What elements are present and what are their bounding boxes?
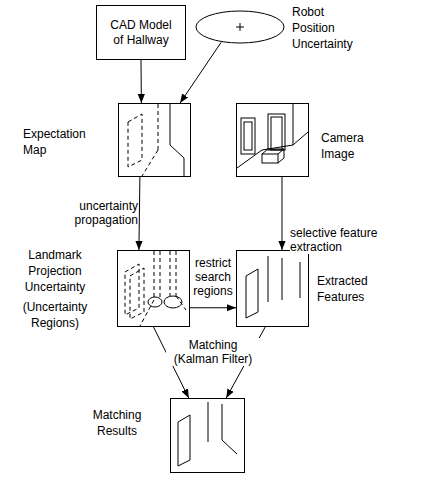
camera-scene bbox=[237, 104, 308, 168]
image-panel: Expectation Map bbox=[118, 103, 191, 177]
panel-heading: Expectation Map bbox=[23, 126, 103, 158]
wall-edge bbox=[170, 145, 184, 176]
edge-label: selective feature extraction bbox=[290, 226, 382, 254]
ellipse-outline bbox=[195, 10, 285, 44]
flow-arrow bbox=[139, 177, 140, 250]
image-panel: Extracted Features bbox=[236, 250, 309, 327]
matched-lines bbox=[178, 402, 237, 466]
extracted-lines bbox=[246, 256, 300, 318]
step-label: Matching (Kalman Filter) bbox=[166, 338, 260, 366]
panel-heading: Landmark Projection Uncertainty bbox=[5, 247, 105, 295]
uncertainty-ellipse: Robot Position Uncertainty bbox=[195, 10, 285, 44]
flow-arrow bbox=[180, 42, 221, 103]
wall-edge bbox=[142, 150, 158, 176]
position-mark bbox=[236, 23, 244, 31]
edge-label: uncertainty propagation bbox=[46, 199, 138, 227]
flow-arrow bbox=[141, 60, 142, 103]
panel-heading: Camera Image bbox=[321, 130, 383, 162]
uncertainty-ellipse bbox=[148, 297, 162, 307]
flow-arrow bbox=[190, 307, 236, 308]
uncertainty-ellipse bbox=[164, 296, 182, 308]
box-text: CAD Model of Hallway bbox=[107, 18, 175, 48]
panel-heading: Matching Results bbox=[75, 407, 159, 439]
image-panel: Landmark Projection Uncertainty(Uncertai… bbox=[117, 250, 190, 327]
panel-heading: (Uncertainty Regions) bbox=[5, 299, 105, 331]
panel-heading: Extracted Features bbox=[317, 273, 387, 305]
wall-edge bbox=[170, 104, 171, 145]
model-box: CAD Model of Hallway bbox=[96, 5, 186, 60]
panel-heading: Robot Position Uncertainty bbox=[292, 4, 366, 52]
edge-label: restrict search regions bbox=[190, 256, 236, 298]
image-panel: Matching Results bbox=[170, 398, 245, 473]
uncertainty-regions bbox=[125, 251, 186, 326]
flow-arrow bbox=[281, 177, 282, 250]
image-panel: Camera Image bbox=[236, 103, 309, 177]
